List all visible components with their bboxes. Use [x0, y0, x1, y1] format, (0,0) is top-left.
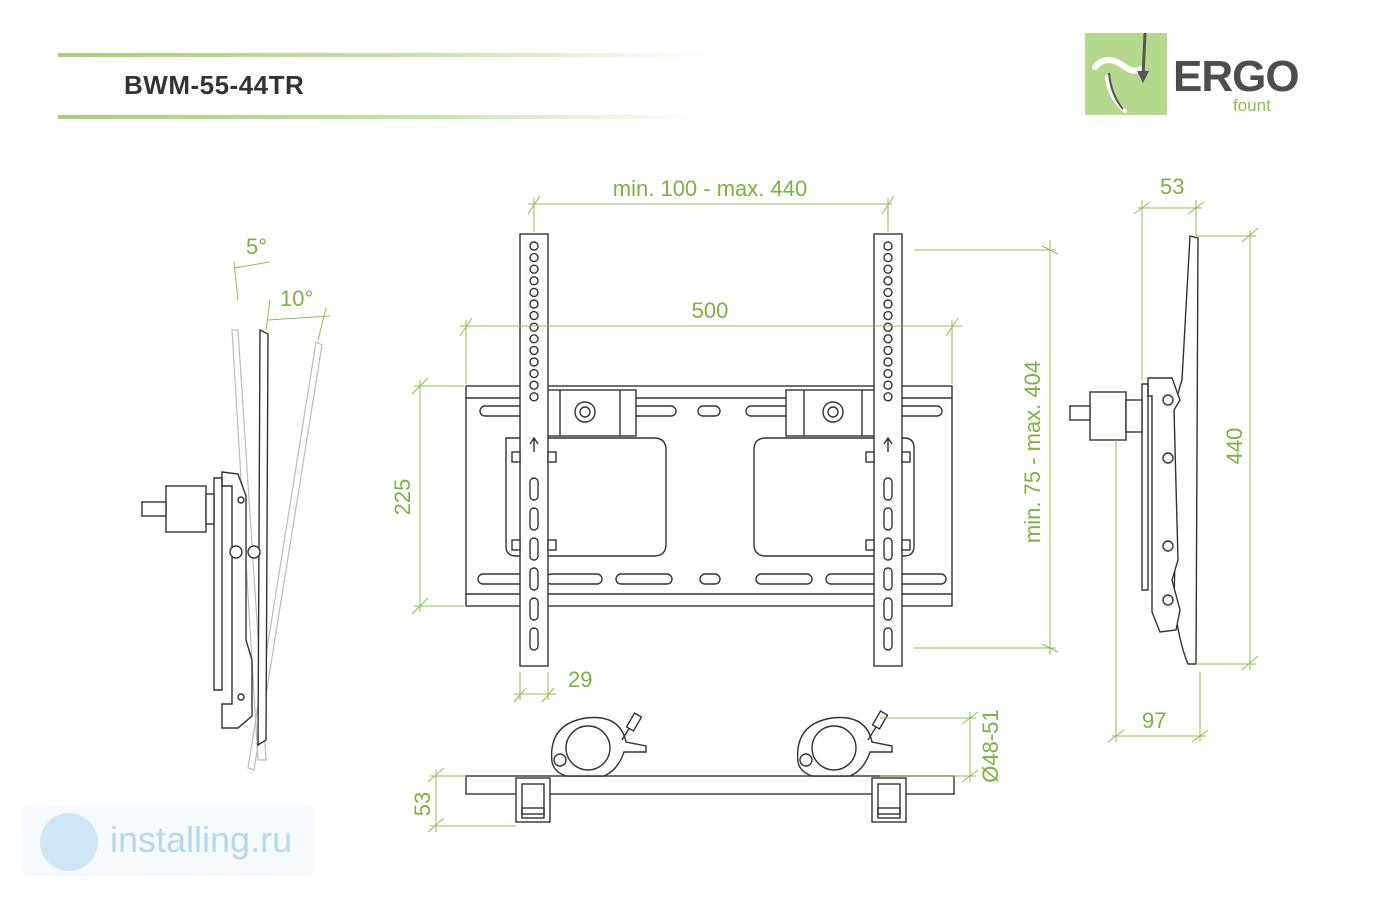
arm-hole	[883, 299, 893, 309]
arm-hole	[883, 287, 893, 298]
header-line-top	[58, 53, 708, 57]
arm-hole	[529, 357, 539, 367]
arm-hole	[883, 334, 893, 344]
logo-mark-icon	[1085, 32, 1167, 115]
arm-hole	[529, 287, 539, 298]
bottom-view: 53 Ø48-51	[410, 709, 1003, 833]
arm-hole	[529, 392, 539, 402]
dim-depth-top: 53	[1160, 174, 1184, 199]
dim-arm-width: 29	[568, 667, 592, 692]
arm-hole	[883, 310, 893, 321]
arm-hole	[529, 380, 539, 390]
arm-slot	[883, 507, 893, 531]
watermark: installing.ru	[22, 806, 314, 876]
ergofount-logo: ERGO fount	[1085, 30, 1300, 140]
dim-clamp-diameter: Ø48-51	[978, 709, 1003, 782]
arm-hole	[529, 322, 539, 332]
arm-slot	[529, 537, 539, 561]
clamp-block-right	[785, 389, 877, 437]
arm-slot	[529, 477, 539, 501]
front-view: min. 100 - max. 440 500 225 min. 75 - ma…	[390, 176, 1059, 703]
arm-hole	[529, 334, 539, 344]
arm-hole	[883, 264, 893, 274]
dim-vesa-width: min. 100 - max. 440	[613, 176, 807, 201]
watermark-text: installing.ru	[110, 819, 293, 860]
arm-slot	[529, 507, 539, 531]
arm-hole	[529, 368, 539, 379]
dim-arm-length: 440	[1222, 428, 1247, 465]
arm-slot	[883, 597, 893, 621]
model-title: BWM-55-44TR	[124, 70, 305, 100]
dim-plate-height: 225	[390, 479, 415, 516]
arm-hole	[883, 276, 893, 286]
arm-slot	[529, 597, 539, 621]
logo-sub: fount	[1233, 96, 1271, 115]
logo-word: ERGO	[1173, 52, 1300, 101]
arm-slot	[883, 537, 893, 561]
dim-depth-bottom: 97	[1142, 708, 1166, 733]
pipe-clamp-left	[550, 712, 647, 777]
arm-hole	[529, 299, 539, 309]
arm-hole	[529, 310, 539, 321]
bottom-bracket-right	[871, 777, 907, 823]
arm-slot	[883, 477, 893, 501]
bottom-bracket-left	[515, 777, 551, 823]
arm-slot	[883, 567, 893, 591]
arm-hole	[529, 276, 539, 286]
header-line-bottom	[58, 115, 708, 119]
arm-hole	[883, 380, 893, 390]
watermark-logo-icon	[40, 813, 98, 871]
arm-hole	[883, 345, 893, 356]
arm-hole	[883, 368, 893, 379]
side-view-right: 53 440 97	[1069, 174, 1259, 743]
dim-plate-width: 500	[692, 298, 729, 323]
arm-hole	[883, 252, 893, 263]
bottom-plate	[465, 775, 955, 795]
dim-tilt-5: 5°	[246, 234, 267, 259]
pipe-clamp-right	[796, 710, 893, 777]
dim-vesa-height: min. 75 - max. 404	[1020, 361, 1045, 543]
arm-slot	[883, 627, 893, 651]
wall-clamp	[165, 485, 207, 533]
side-view-left: 5° 10°	[141, 234, 331, 771]
arm-hole	[529, 252, 539, 263]
dim-tilt-10: 10°	[280, 286, 313, 311]
arm-hole	[529, 345, 539, 356]
arm-hole	[529, 241, 539, 251]
arm-hole	[529, 264, 539, 274]
arm-slot	[529, 627, 539, 651]
arm-hole	[883, 392, 893, 402]
arm-hole	[883, 241, 893, 251]
dim-bottom-depth: 53	[410, 792, 435, 816]
arm-slot	[529, 567, 539, 591]
clamp-block-left	[545, 389, 637, 437]
arm-hole	[883, 357, 893, 367]
arm-hole	[883, 322, 893, 332]
